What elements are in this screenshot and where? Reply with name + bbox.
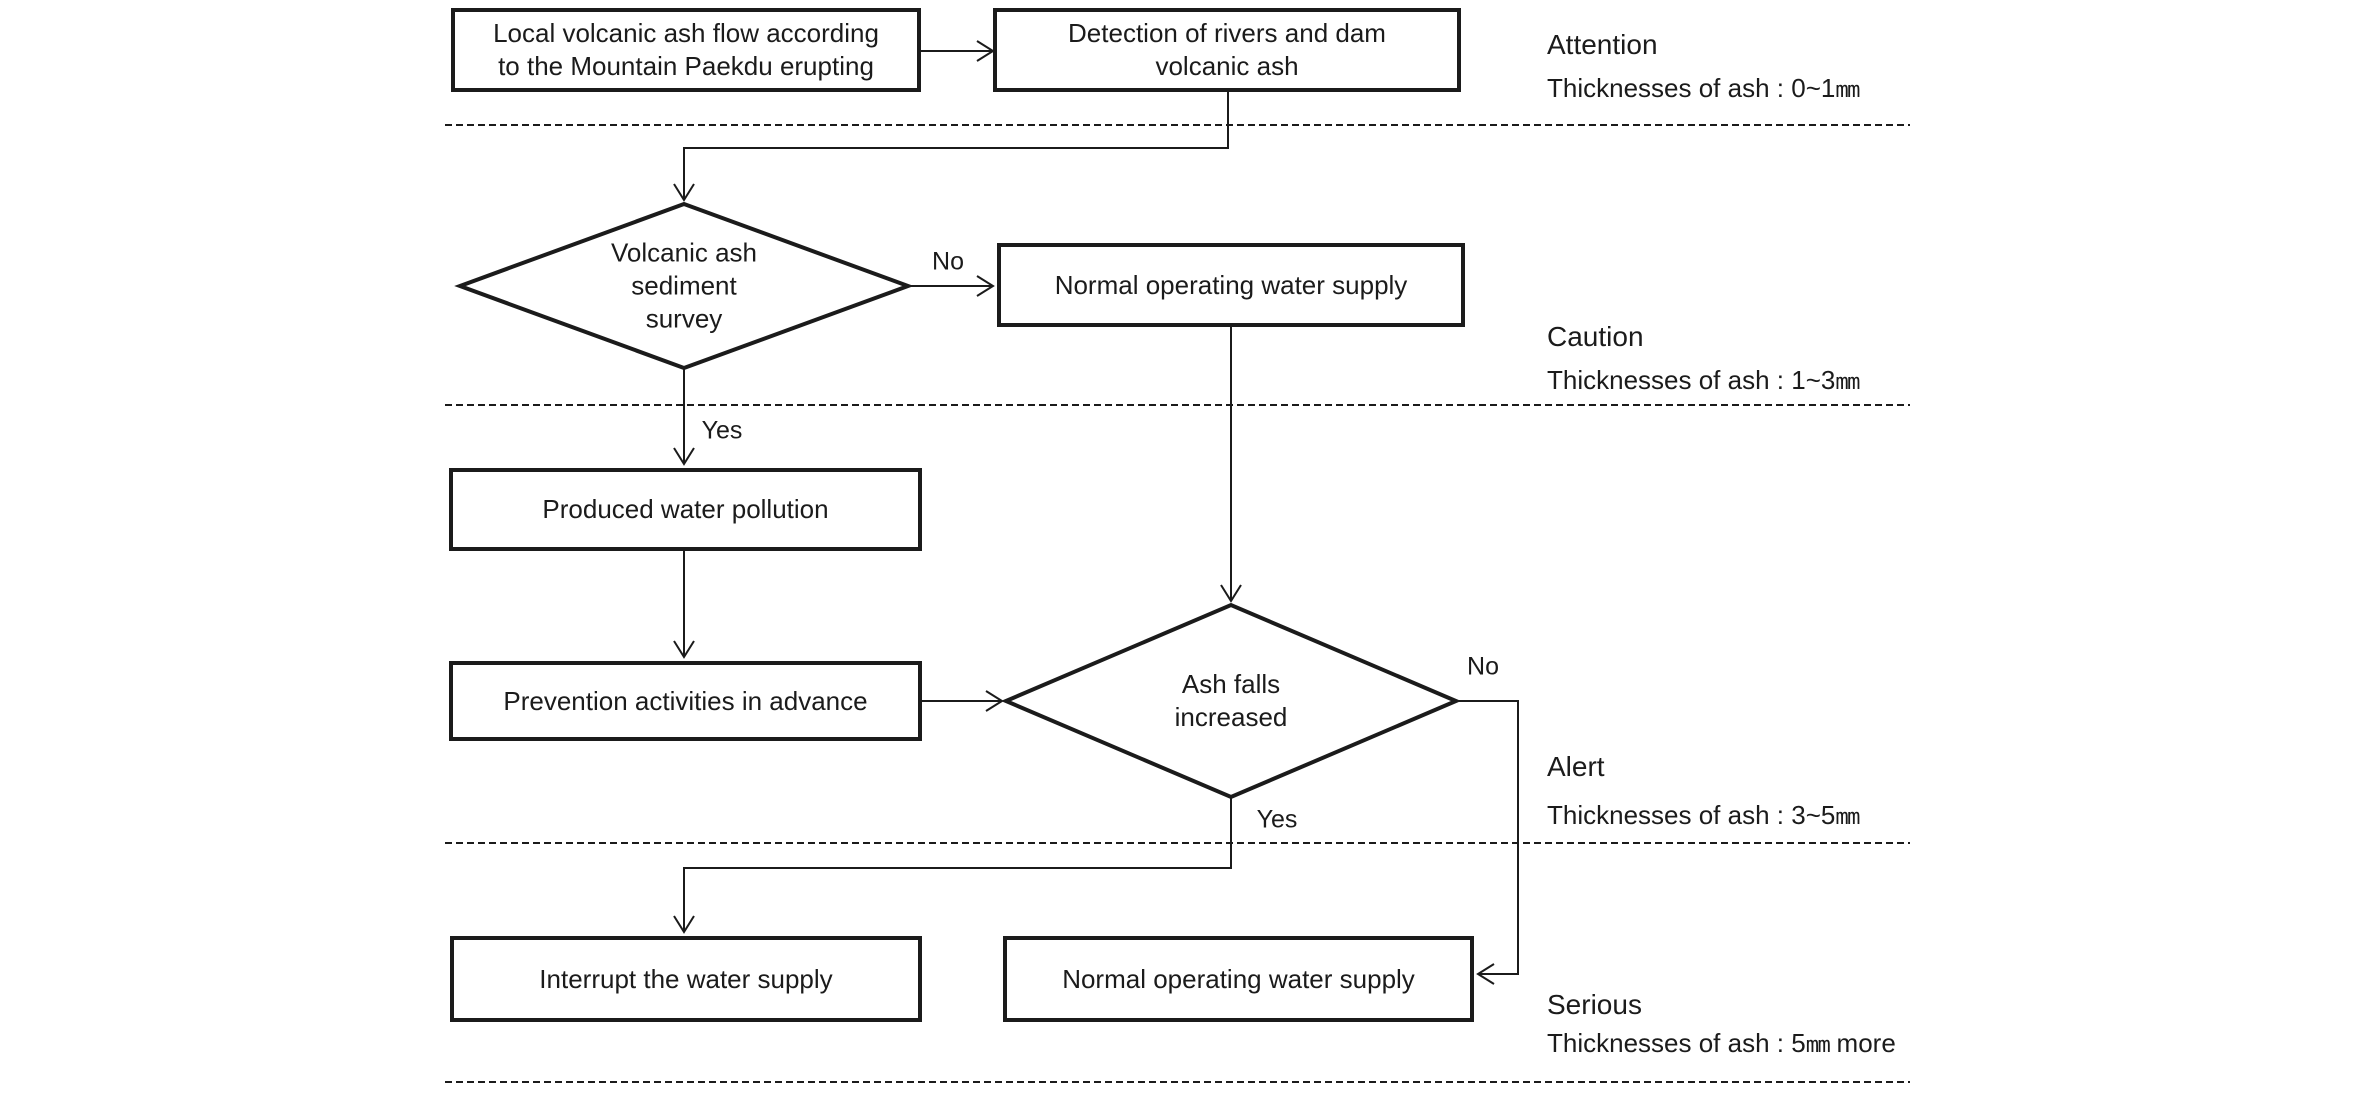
edge-label-survey-yes: Yes xyxy=(701,416,743,445)
edge-detection-to-survey xyxy=(683,92,1229,200)
edge-label-survey-no: No xyxy=(932,247,964,276)
edge-label-ash-yes: Yes xyxy=(1256,805,1298,834)
thickness-prefix: Thicknesses of ash : xyxy=(1547,800,1792,830)
node-detection: Detection of rivers and dam volcanic ash xyxy=(993,8,1461,92)
severity-thickness-alert: Thicknesses of ash : 3~5mm xyxy=(1547,799,1860,833)
arrowhead-detection-to-survey xyxy=(673,183,695,202)
thickness-unit: mm xyxy=(1835,77,1860,103)
decision-diamond-survey xyxy=(454,201,914,371)
edge-ashfalls-yes-to-interrupt xyxy=(683,797,1232,932)
arrowhead-normal1-to-ashfalls xyxy=(1220,584,1242,603)
thickness-unit: mm xyxy=(1835,369,1860,395)
thickness-range: 0~1 xyxy=(1791,73,1836,103)
decision-diamond-ash-falls xyxy=(1000,602,1462,800)
severity-title-caution: Caution xyxy=(1547,321,1644,352)
node-interrupt-supply: Interrupt the water supply xyxy=(450,936,922,1022)
node-prevention: Prevention activities in advance xyxy=(449,661,922,741)
node-normal-supply-2: Normal operating water supply xyxy=(1003,936,1474,1022)
severity-title-alert: Alert xyxy=(1547,751,1605,782)
arrowhead-survey-yes-to-produced xyxy=(673,447,695,466)
severity-thickness-attention: Thicknesses of ash : 0~1mm xyxy=(1547,72,1860,106)
decision-label-ash-falls: Ash falls increased xyxy=(1174,669,1288,732)
severity-title-serious: Serious xyxy=(1547,989,1642,1020)
node-produced-pollution: Produced water pollution xyxy=(449,468,922,551)
arrowhead-survey-no-to-normal1 xyxy=(976,275,995,297)
severity-thickness-serious: Thicknesses of ash : 5mm more xyxy=(1547,1027,1896,1061)
node-normal-supply-1: Normal operating water supply xyxy=(997,243,1465,327)
arrowhead-ashfalls-yes-to-interrupt xyxy=(673,915,695,934)
thickness-prefix: Thicknesses of ash : xyxy=(1547,73,1792,103)
thickness-suffix: more xyxy=(1829,1028,1896,1058)
thickness-unit: mm xyxy=(1805,1032,1831,1058)
decision-label-survey: Volcanic ash sediment survey xyxy=(611,237,757,334)
arrowhead-ashfalls-no-to-normal2 xyxy=(1476,963,1495,985)
node-start: Local volcanic ash flow according to the… xyxy=(451,8,921,92)
edge-ashfalls-no-to-normal2 xyxy=(1456,700,1519,975)
thickness-range: 5 xyxy=(1791,1028,1806,1058)
edge-label-ash-no: No xyxy=(1467,652,1499,681)
severity-thickness-caution: Thicknesses of ash : 1~3mm xyxy=(1547,364,1860,398)
thickness-range: 3~5 xyxy=(1791,800,1836,830)
thickness-range: 1~3 xyxy=(1791,365,1836,395)
arrowhead-produced-to-prevention xyxy=(673,640,695,659)
thickness-prefix: Thicknesses of ash : xyxy=(1547,1028,1792,1058)
severity-title-attention: Attention xyxy=(1547,29,1658,60)
thickness-prefix: Thicknesses of ash : xyxy=(1547,365,1792,395)
thickness-unit: mm xyxy=(1835,804,1860,830)
